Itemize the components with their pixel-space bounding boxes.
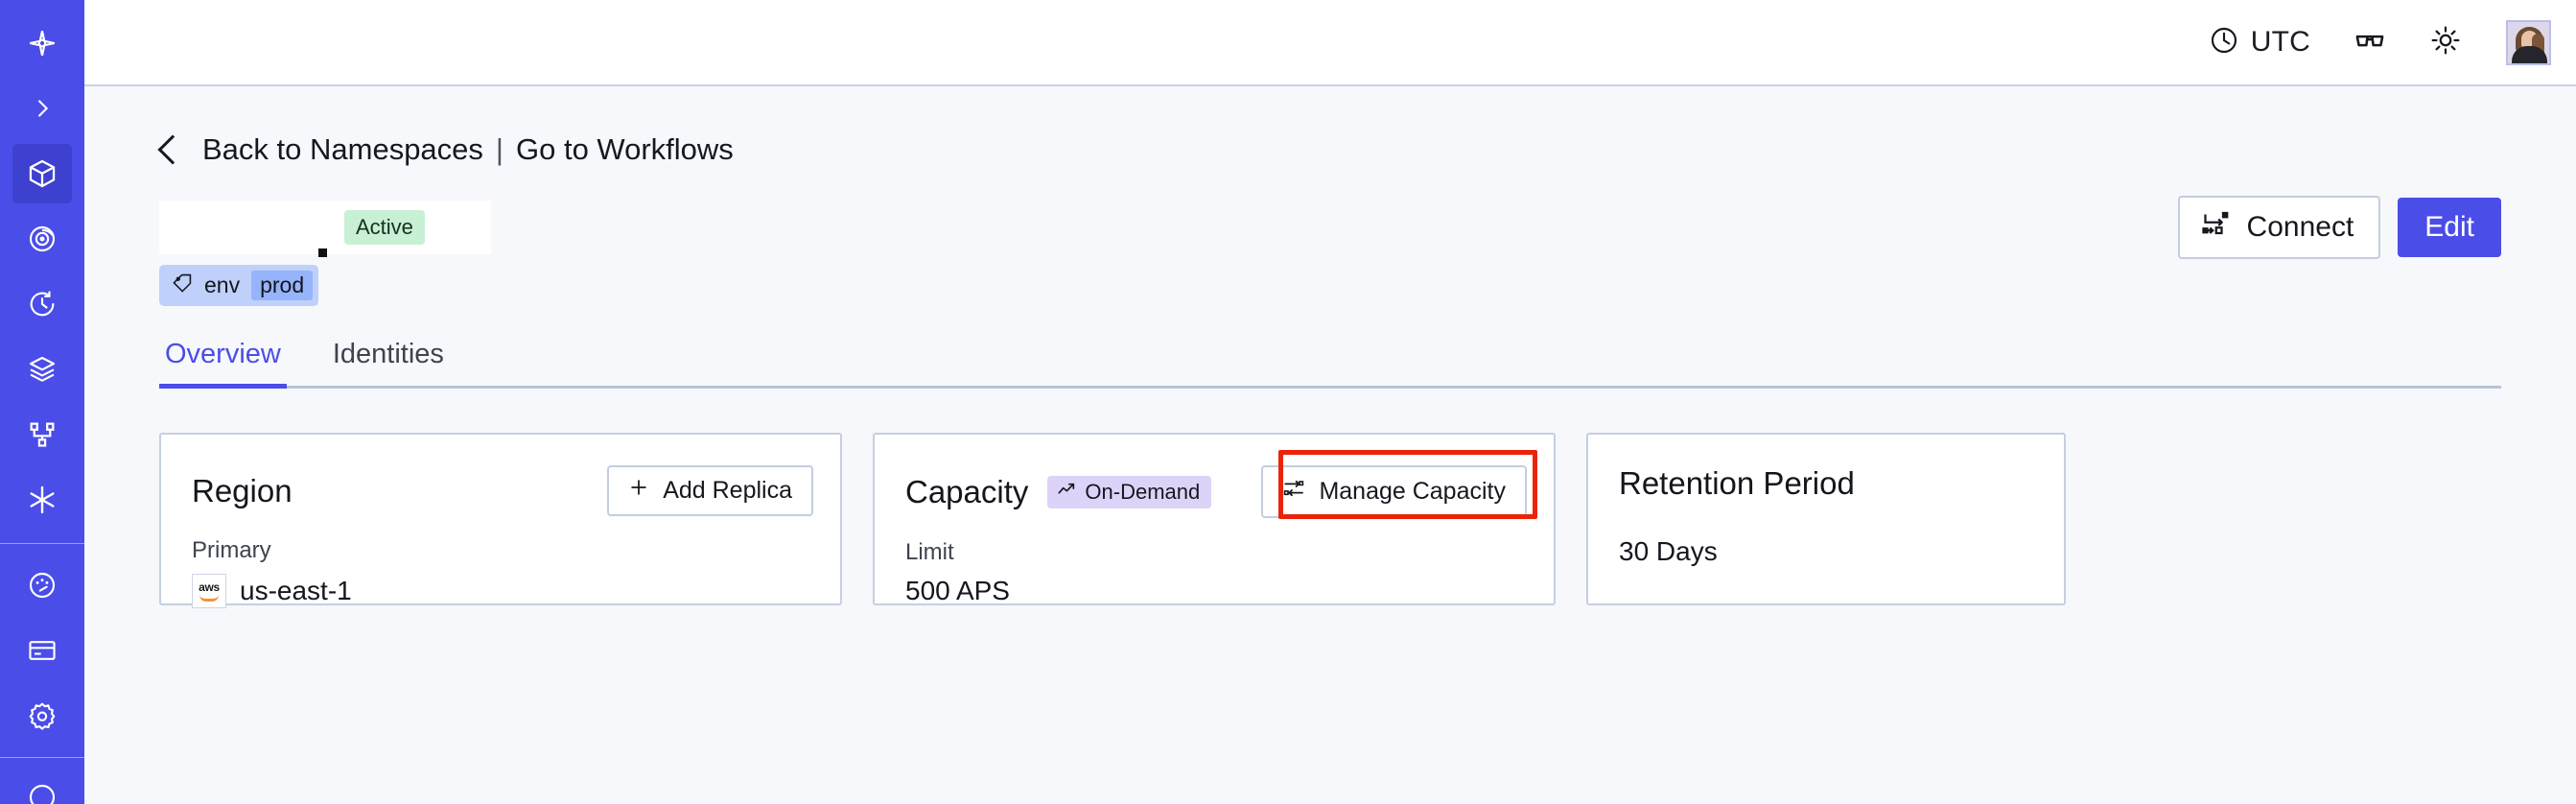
glasses-button[interactable]	[2353, 23, 2387, 62]
sidebar-item-billing[interactable]	[12, 621, 72, 680]
sidebar-item-nexus[interactable]	[12, 470, 72, 530]
breadcrumb: Back to Namespaces | Go to Workflows	[157, 132, 2501, 167]
add-replica-label: Add Replica	[663, 477, 792, 504]
aws-logo-smile	[199, 595, 219, 602]
tab-identities[interactable]: Identities	[332, 339, 444, 369]
namespaces-icon	[26, 157, 59, 190]
expand-icon	[29, 95, 56, 122]
workflow-icon	[27, 419, 58, 450]
status-badge: Active	[344, 210, 425, 245]
retention-card-title: Retention Period	[1619, 465, 1855, 501]
tag-icon	[172, 272, 193, 299]
namespace-actions: Connect Edit	[2177, 196, 2501, 259]
retention-card-header: Retention Period	[1619, 465, 2037, 502]
overview-cards: Region Add Replica Primary	[159, 433, 2501, 608]
history-icon	[27, 289, 58, 319]
asterisk-icon	[26, 484, 59, 516]
sliders-icon	[1282, 477, 1305, 507]
logo-icon	[26, 27, 59, 59]
region-card-header: Region Add Replica	[192, 465, 813, 516]
tag-key: env	[204, 272, 241, 297]
breadcrumb-divider: |	[495, 132, 503, 166]
region-primary-label: Primary	[192, 537, 271, 563]
help-icon	[27, 782, 58, 804]
sidebar-item-batch-operations[interactable]	[12, 340, 72, 399]
add-replica-button[interactable]: Add Replica	[607, 465, 813, 516]
billing-icon	[27, 635, 58, 666]
sidebar-item-logo-icon[interactable]	[12, 13, 72, 73]
trending-up-icon	[1057, 480, 1076, 505]
region-card: Region Add Replica Primary	[159, 433, 842, 608]
sidebar-item-observability[interactable]	[12, 209, 72, 269]
main-area: UTC	[84, 0, 2576, 804]
timezone-label: UTC	[2250, 26, 2310, 58]
manage-capacity-button[interactable]: Manage Capacity	[1261, 465, 1527, 518]
retention-card: Retention Period 30 Days	[1586, 433, 2066, 605]
sidebar-item-workflows[interactable]	[12, 405, 72, 464]
capacity-mode-label: On-Demand	[1085, 479, 1201, 504]
region-value-row: aws us-east-1	[192, 574, 813, 608]
timezone-selector[interactable]: UTC	[2209, 25, 2310, 60]
sidebar-item-schedules[interactable]	[12, 274, 72, 334]
gear-icon	[27, 700, 58, 731]
aws-logo-text: aws	[199, 579, 220, 594]
sidebar-item-namespaces[interactable]	[12, 144, 72, 203]
capacity-mode-badge: On-Demand	[1047, 475, 1212, 508]
glasses-icon	[2353, 23, 2387, 62]
tab-overview[interactable]: Overview	[159, 339, 287, 389]
back-to-namespaces-link[interactable]: Back to Namespaces	[202, 132, 483, 166]
capacity-card-header: Capacity On-Demand	[905, 465, 1527, 518]
namespace-name-dot	[318, 248, 327, 257]
eye-icon	[27, 224, 58, 254]
avatar-body	[2512, 45, 2547, 63]
sidebar	[0, 0, 84, 804]
go-to-workflows-link[interactable]: Go to Workflows	[515, 132, 734, 166]
plus-icon	[628, 477, 649, 505]
namespace-tags: env prod	[159, 265, 2501, 306]
region-value: us-east-1	[240, 576, 352, 605]
theme-toggle-button[interactable]	[2429, 24, 2462, 61]
tag-value: prod	[251, 271, 314, 300]
sidebar-item-usage[interactable]	[12, 556, 72, 615]
layers-icon	[27, 354, 58, 385]
manage-capacity-label: Manage Capacity	[1319, 478, 1506, 505]
sidebar-divider-bottom	[0, 757, 84, 758]
chevron-left-icon[interactable]	[157, 134, 188, 165]
usage-icon	[27, 570, 58, 601]
namespace-title-row: Active	[159, 196, 2501, 259]
connect-button[interactable]: Connect	[2177, 196, 2381, 259]
retention-value: 30 Days	[1619, 536, 1718, 566]
capacity-limit-value: 500 APS	[905, 576, 1010, 605]
sidebar-divider-top	[0, 543, 84, 544]
region-card-title: Region	[192, 472, 293, 508]
avatar[interactable]	[2506, 19, 2551, 65]
namespace-name-redacted	[159, 201, 491, 254]
connect-button-label: Connect	[2246, 211, 2354, 243]
sidebar-item-help[interactable]	[12, 768, 72, 804]
sun-icon	[2429, 24, 2462, 61]
connect-icon	[2201, 209, 2230, 246]
sidebar-item-settings[interactable]	[12, 686, 72, 745]
capacity-limit-label: Limit	[905, 539, 954, 565]
clock-icon	[2209, 25, 2239, 60]
tab-bar: Overview Identities	[159, 339, 2501, 389]
capacity-card: Capacity On-Demand	[873, 433, 1556, 605]
aws-logo-icon: aws	[192, 574, 226, 608]
capacity-card-title: Capacity	[905, 473, 1029, 509]
tag-env[interactable]: env prod	[159, 265, 319, 306]
edit-button[interactable]: Edit	[2398, 198, 2501, 257]
page-content: Back to Namespaces | Go to Workflows Act…	[84, 86, 2576, 804]
top-bar: UTC	[84, 0, 2576, 86]
sidebar-item-expand-icon[interactable]	[12, 79, 72, 138]
